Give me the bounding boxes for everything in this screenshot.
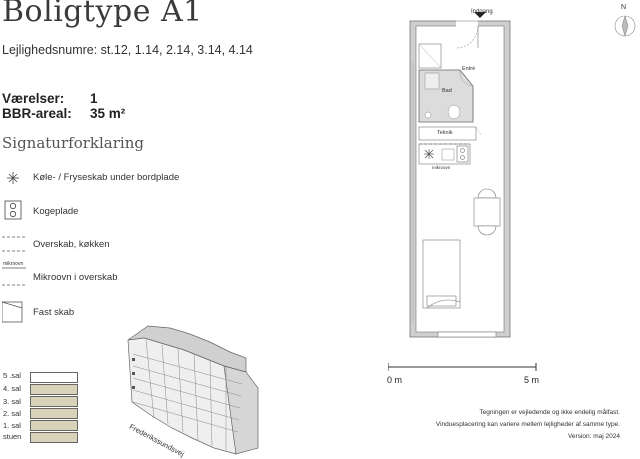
legend-label-microwave: Mikroovn i overskab <box>33 272 118 283</box>
north-label: N <box>621 4 627 11</box>
plan-hob-icon <box>456 145 469 163</box>
scale-start: 0 m <box>387 375 403 385</box>
scale-bar <box>388 363 537 371</box>
note-line-3: Version: maj 2024 <box>567 433 620 440</box>
bed-icon <box>422 239 461 309</box>
floor-label-4: 4. sal <box>3 384 21 393</box>
floor-label-2: 2. sal <box>3 409 21 418</box>
plan-label-entrance: Indgang <box>471 9 493 15</box>
legend-microwave-icon-text: mikroovn <box>3 261 24 267</box>
floor-box-5 <box>30 372 78 383</box>
area-label: BBR-areal: <box>2 106 72 121</box>
note-line-1: Tegningen er vejledende og ikke endelig … <box>479 409 620 416</box>
floor-plan <box>409 12 511 338</box>
entrance-arrow-icon <box>474 12 486 18</box>
plan-label-technical: Teknik <box>437 130 453 136</box>
plan-label-bath: Bad <box>442 88 452 94</box>
floor-box-4 <box>30 384 78 395</box>
page-title: Boligtype A1 <box>2 0 203 29</box>
dining-table-icon <box>473 188 501 236</box>
plan-sink-icon <box>441 148 455 161</box>
building-3d-view <box>127 325 259 455</box>
plan-label-microwave: mikroovn <box>432 165 451 170</box>
apartment-numbers: Lejlighedsnumre: st.12, 1.14, 2.14, 3.14… <box>2 43 253 57</box>
floor-label-ground: stuen <box>3 432 22 441</box>
floor-label-5: 5 .sal <box>3 371 21 380</box>
floor-box-ground <box>30 432 78 443</box>
legend-icons <box>2 172 26 323</box>
rooms-value: 1 <box>90 91 98 106</box>
hob-icon <box>4 200 22 220</box>
upper-cabinet-icon <box>2 236 26 252</box>
floor-label-1: 1. sal <box>3 421 21 430</box>
north-arrow-icon <box>614 15 636 37</box>
legend-title: Signaturforklaring <box>2 134 144 152</box>
scale-end: 5 m <box>524 375 540 385</box>
floor-box-3 <box>30 396 78 407</box>
rooms-label: Værelser: <box>2 91 65 106</box>
fixed-wardrobe-icon <box>2 301 23 323</box>
plan-fridge-icon <box>424 149 434 159</box>
legend-label-fridge: Køle- / Fryseskab under bordplade <box>33 172 180 183</box>
legend-label-upper-cabinet: Overskab, køkken <box>33 239 110 250</box>
floor-box-2 <box>30 408 78 419</box>
legend-label-hob: Kogeplade <box>33 206 79 217</box>
legend-label-wardrobe: Fast skab <box>33 307 75 318</box>
note-line-2: Vinduesplacering kan variere mellem lejl… <box>435 421 620 428</box>
plan-label-entry: Entré <box>462 66 476 72</box>
floor-box-1 <box>30 420 78 431</box>
floor-label-3: 3. sal <box>3 397 21 406</box>
area-value: 35 m² <box>90 106 126 121</box>
fridge-freezer-icon <box>7 172 19 184</box>
microwave-cabinet-icon <box>2 267 26 286</box>
